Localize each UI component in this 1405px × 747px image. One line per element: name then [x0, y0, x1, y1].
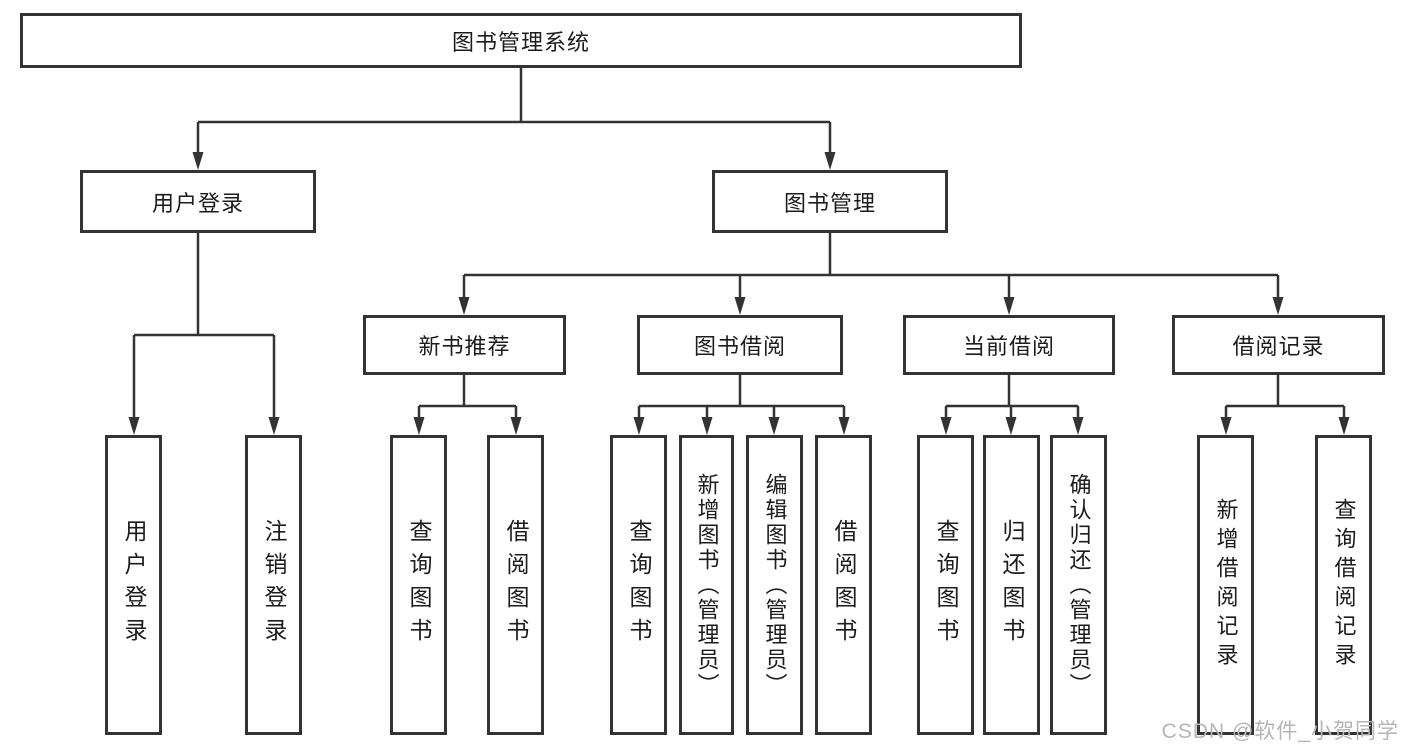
node-label: 图书管理 [783, 190, 876, 216]
connector-arrow [458, 297, 470, 315]
connector-current-borrowing-to-leaves [944, 375, 1080, 419]
leaf-borrow-books-recommend: 借阅图书 [487, 435, 544, 735]
node-label: 借阅图书 [503, 519, 529, 651]
leaf-confirm-return-admin: 确认归还（管理员） [1050, 435, 1107, 735]
leaf-query-borrow-record: 查询借阅记录 [1315, 435, 1372, 735]
node-label: 归还图书 [999, 519, 1025, 651]
node-label: 新增图书（管理员） [694, 472, 720, 698]
connector-arrow [268, 417, 280, 435]
connector-arrow [1005, 417, 1017, 435]
connector-arrow [128, 417, 140, 435]
connector-arrow [1220, 417, 1232, 435]
connector-arrow [1072, 417, 1084, 435]
connector-borrowing-records-to-leaves [1224, 375, 1346, 419]
leaf-add-borrow-record: 新增借阅记录 [1197, 435, 1254, 735]
leaf-add-books-admin: 新增图书（管理员） [679, 435, 734, 735]
connector-arrow [1338, 417, 1350, 435]
connector-arrow [838, 417, 850, 435]
node-label: 查询借阅记录 [1331, 498, 1357, 672]
connector-user-login-to-leaves [132, 233, 276, 419]
connector-root-to-level2 [196, 68, 832, 154]
node-label: 确认归还（管理员） [1066, 472, 1092, 698]
node-current-borrowing: 当前借阅 [903, 315, 1115, 375]
node-user-login: 用户登录 [80, 170, 316, 233]
node-book-borrowing: 图书借阅 [637, 315, 843, 375]
leaf-query-books-current: 查询图书 [917, 435, 974, 735]
watermark: CSDN @软件_小贺同学 [1161, 720, 1399, 743]
node-label: 查询图书 [933, 519, 959, 651]
node-label: 查询图书 [626, 519, 652, 651]
connector-arrow [510, 417, 522, 435]
connector-arrow [1003, 297, 1015, 315]
connector-arrow [824, 152, 836, 170]
leaf-borrow-books-borrowing: 借阅图书 [815, 435, 872, 735]
leaf-edit-books-admin: 编辑图书（管理员） [746, 435, 803, 735]
node-label: 新书推荐 [418, 334, 511, 359]
connector-arrow [633, 417, 645, 435]
node-label: 图书管理系统 [451, 29, 590, 55]
node-borrowing-records: 借阅记录 [1172, 315, 1385, 375]
connector-arrow [1272, 297, 1284, 315]
node-label: 当前借阅 [962, 334, 1055, 359]
leaf-logout: 注销登录 [245, 435, 302, 735]
leaf-query-books-borrowing: 查询图书 [610, 435, 667, 735]
connector-arrow [940, 417, 952, 435]
connector-arrow [413, 417, 425, 435]
leaf-user-login: 用户登录 [105, 435, 162, 735]
node-label: 新增借阅记录 [1213, 498, 1239, 672]
connector-arrow [701, 417, 713, 435]
node-label: 图书借阅 [693, 334, 786, 359]
node-label: 查询图书 [406, 519, 432, 651]
node-new-book-recommend: 新书推荐 [363, 315, 566, 375]
node-label: 借阅图书 [831, 519, 857, 651]
connector-arrow [734, 297, 746, 315]
leaf-query-books-recommend: 查询图书 [390, 435, 447, 735]
node-label: 注销登录 [261, 519, 287, 651]
connector-new-book-recommend-to-leaves [417, 375, 518, 419]
node-book-management: 图书管理 [712, 170, 948, 233]
connector-arrow [768, 417, 780, 435]
connector-book-borrowing-to-leaves [637, 375, 846, 419]
node-label: 借阅记录 [1232, 334, 1325, 359]
node-label: 用户登录 [121, 519, 147, 651]
node-library-management-system: 图书管理系统 [20, 13, 1022, 68]
node-label: 用户登录 [151, 190, 244, 216]
connector-book-management-to-level3 [462, 233, 1280, 299]
leaf-return-books: 归还图书 [983, 435, 1040, 735]
node-label: 编辑图书（管理员） [762, 472, 788, 698]
connector-arrow [192, 152, 204, 170]
